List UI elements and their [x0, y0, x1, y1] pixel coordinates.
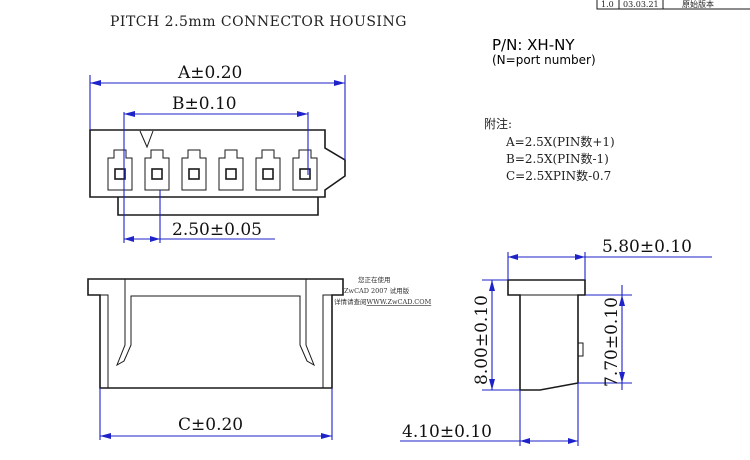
- pin-cavity-contact: [151, 168, 163, 180]
- pin-cavity-contact: [114, 168, 126, 180]
- side-view: 5.80±0.10 8.00±0.10 7.70±0.10 4.10±0.10: [400, 237, 712, 446]
- top-view-latch-left: [100, 279, 140, 388]
- front-view: A±0.20 B±0.10 2.50±0.05: [89, 63, 346, 243]
- watermark-prefix: 详情请查阅: [334, 297, 367, 306]
- pin-cavity: [255, 149, 281, 191]
- dim-c-arrow-right: [321, 433, 332, 439]
- note-line-c: C=2.5XPIN数-0.7: [506, 168, 611, 183]
- dim-pitch-label: 2.50±0.05: [172, 220, 262, 240]
- dim-b-arrow-right: [297, 111, 308, 117]
- notes-heading: 附注:: [484, 116, 512, 131]
- drawing-title: PITCH 2.5mm CONNECTOR HOUSING: [110, 14, 407, 30]
- dim-pitch-arrow-left: [124, 236, 134, 242]
- pin-cavity-contact: [225, 168, 237, 180]
- note-line-a: A=2.5X(PIN数+1): [505, 134, 615, 149]
- watermark-line-1: 您正在使用: [358, 275, 391, 284]
- dim-height-right-label: 7.70±0.10: [602, 297, 622, 387]
- front-view-base: [117, 197, 319, 216]
- notes-block: 附注: A=2.5X(PIN数+1) B=2.5X(PIN数-1) C=2.5X…: [484, 116, 615, 183]
- dim-width-arrow-left: [508, 254, 518, 260]
- dim-width-label: 5.80±0.10: [602, 237, 692, 257]
- top-view-latch-right: [291, 279, 332, 388]
- revision-table: 1.0 03.03.21 原始版本: [596, 0, 750, 10]
- dim-width-arrow-right: [575, 254, 585, 260]
- note-line-b: B=2.5X(PIN数-1): [506, 151, 609, 166]
- top-view: C±0.20: [87, 278, 344, 440]
- pin-cavity: [292, 149, 318, 191]
- pin-cavities: [107, 149, 318, 191]
- top-view-outline: [87, 278, 344, 389]
- revision-date: 03.03.21: [623, 0, 659, 9]
- pin-cavity-contact: [188, 168, 200, 180]
- dim-bottom-arrow-left: [520, 438, 530, 444]
- revision-description: 原始版本: [682, 0, 714, 9]
- side-view-outline: [507, 279, 586, 391]
- dim-bottom-label: 4.10±0.10: [402, 422, 492, 442]
- dim-b-label: B±0.10: [172, 94, 237, 114]
- pin-cavity: [107, 149, 133, 191]
- polarity-notch: [139, 130, 154, 149]
- cad-watermark: 您正在使用 ZwCAD 2007 试用版 详情请查阅WWW.ZwCAD.COM: [334, 275, 432, 306]
- dim-height-left-arrow-bottom: [489, 379, 495, 390]
- pin-cavity-contact: [262, 168, 274, 180]
- front-view-outline: [89, 129, 346, 198]
- dim-c-arrow-left: [100, 433, 111, 439]
- watermark-line-2: ZwCAD 2007 试用版: [344, 286, 410, 295]
- dim-a-arrow-left: [90, 80, 101, 86]
- watermark-link[interactable]: WWW.ZwCAD.COM: [367, 298, 432, 306]
- pin-cavity: [144, 149, 170, 191]
- dim-c-label: C±0.20: [178, 415, 243, 435]
- watermark-line-3: 详情请查阅WWW.ZwCAD.COM: [334, 297, 432, 306]
- dim-height-right-arrow-top: [619, 295, 625, 306]
- dim-bottom-arrow-right: [568, 438, 578, 444]
- dim-height-left-arrow-top: [489, 280, 495, 291]
- part-number: P/N: XH-NY: [492, 36, 575, 54]
- pin-cavity-contact: [299, 168, 311, 180]
- dim-height-right-arrow-bottom: [619, 372, 625, 383]
- revision-version: 1.0: [601, 0, 614, 9]
- dim-pitch-arrow-right: [150, 236, 160, 242]
- pin-cavity: [218, 149, 244, 191]
- pin-cavity: [181, 149, 207, 191]
- side-view-lock-tab: [577, 342, 584, 357]
- dim-height-left-label: 8.00±0.10: [472, 295, 492, 385]
- dim-b-arrow-left: [124, 111, 135, 117]
- part-number-note: (N=port number): [492, 53, 596, 67]
- dim-a-arrow-right: [334, 80, 345, 86]
- dim-a-label: A±0.20: [177, 63, 242, 83]
